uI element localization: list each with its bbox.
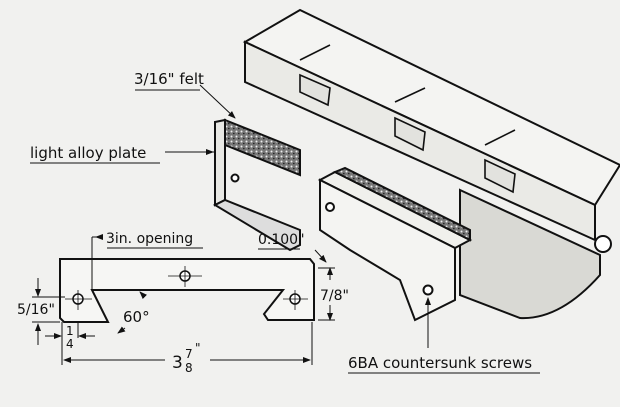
- label-length-denominator: 8: [185, 361, 193, 375]
- label-height: 7/8": [320, 288, 349, 304]
- dimension-lines: [30, 84, 540, 374]
- front-plate: [317, 166, 473, 322]
- label-angle: 60°: [123, 308, 150, 326]
- label-edge-numerator: 1: [66, 324, 74, 338]
- label-thickness: 0.100": [258, 232, 305, 248]
- end-screw: [594, 235, 612, 253]
- lower-body: [459, 188, 612, 320]
- label-length-inch: ": [195, 341, 201, 355]
- label-light-alloy-plate: light alloy plate: [30, 144, 146, 162]
- bar-teeth: [299, 44, 516, 194]
- label-length-whole: 3: [172, 353, 183, 373]
- label-screws: 6BA countersunk screws: [348, 354, 532, 372]
- label-length-numerator: 7: [185, 347, 193, 361]
- detail-plate: [59, 258, 315, 323]
- label-opening: 3in. opening: [106, 231, 193, 247]
- countersunk-screw: [422, 284, 434, 296]
- label-hole-offset: 5/16": [17, 302, 55, 318]
- label-edge-denominator: 4: [66, 337, 74, 351]
- left-plate: [212, 118, 301, 252]
- upper-bar: [242, 8, 620, 242]
- label-felt: 3/16" felt: [134, 70, 204, 88]
